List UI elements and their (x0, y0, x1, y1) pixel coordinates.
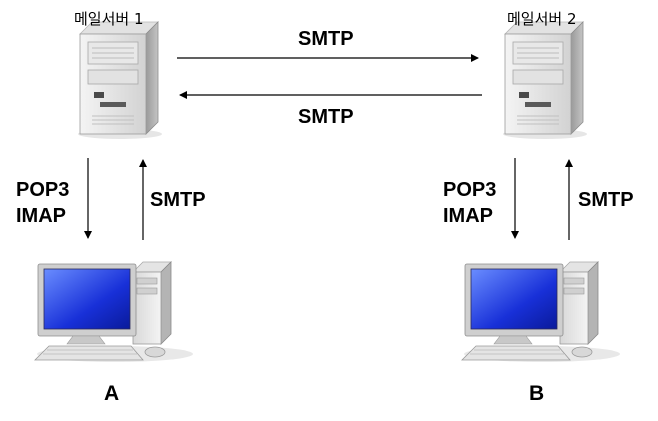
client-label: A (104, 382, 120, 405)
download-protocol-label: POP3 (16, 179, 70, 201)
client-label: B (529, 382, 545, 405)
upload-protocol-label: SMTP (578, 189, 634, 211)
server-label: 메일서버 2 (507, 10, 577, 28)
server-link-label: SMTP (298, 28, 354, 50)
desktop-computer-icon (34, 261, 194, 363)
desktop-computer-icon (461, 261, 621, 363)
server-tower-icon (502, 21, 588, 140)
upload-protocol-label: SMTP (150, 189, 206, 211)
download-protocol-label: POP3 (443, 179, 497, 201)
download-protocol-label: IMAP (16, 205, 66, 227)
server-label: 메일서버 1 (74, 10, 144, 28)
server-tower-icon (77, 21, 163, 140)
download-protocol-label: IMAP (443, 205, 493, 227)
server-link-label: SMTP (298, 106, 354, 128)
